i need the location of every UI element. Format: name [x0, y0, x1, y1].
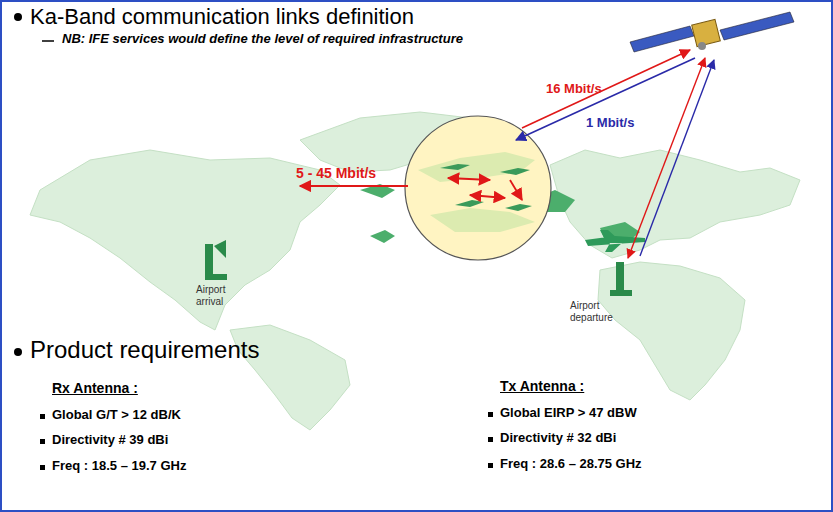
spec-heading: Tx Antenna :	[500, 378, 584, 394]
place-label: Airport arrival	[196, 284, 246, 307]
bullet-heading: Ka-Band communication links definition	[30, 4, 414, 29]
note-text: NB: IFE services would define the level …	[62, 32, 463, 47]
bullet-heading: Product requirements	[30, 336, 259, 364]
rate-label: 1 Mbit/s	[586, 116, 634, 131]
spec-heading: Rx Antenna :	[52, 380, 138, 396]
rate-label: 5 - 45 Mbit/s	[296, 165, 376, 181]
place-label: Airport departure	[570, 300, 632, 323]
spec-item: Freq : 28.6 – 28.75 GHz	[500, 457, 642, 472]
spec-item: Global EIRP > 47 dBW	[500, 406, 637, 421]
spec-item: Directivity # 32 dBi	[500, 431, 616, 446]
rate-label: 16 Mbit/s	[546, 82, 602, 97]
spec-item: Global G/T > 12 dB/K	[52, 408, 181, 423]
spec-item: Freq : 18.5 – 19.7 GHz	[52, 459, 186, 474]
spec-item: Directivity # 39 dBi	[52, 433, 168, 448]
